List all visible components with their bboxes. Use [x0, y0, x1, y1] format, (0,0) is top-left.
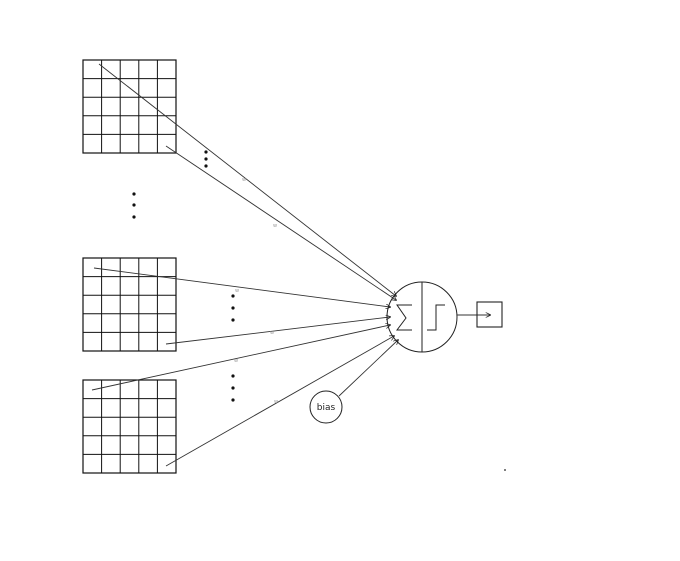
weight-label: w — [234, 358, 238, 364]
step-function-icon — [427, 304, 445, 331]
weight-label: w — [242, 177, 246, 183]
edge-mid-first — [93, 267, 390, 307]
weight-labels: w w w w w w — [234, 177, 278, 405]
edge-bias — [338, 340, 398, 397]
edge-top-first — [98, 63, 396, 296]
weight-label: w — [235, 288, 239, 294]
edge-mid-last — [165, 317, 390, 345]
edge-top-last — [165, 145, 396, 300]
weight-label: w — [274, 399, 278, 405]
input-grid-middle — [82, 257, 177, 352]
weight-label: w — [273, 223, 277, 229]
output-box — [476, 301, 503, 328]
weight-label: w — [270, 330, 274, 336]
neuron-node — [386, 281, 458, 353]
stray-mark — [504, 469, 506, 471]
connections — [91, 63, 398, 467]
output — [457, 301, 503, 328]
edge-bot-last — [165, 336, 394, 467]
bias-node: bias — [309, 390, 343, 424]
ellipsis-dots — [132, 150, 235, 402]
edge-bot-first — [91, 325, 390, 391]
bias-label: bias — [317, 403, 336, 413]
input-grid-bottom — [82, 379, 177, 474]
summation-icon — [396, 304, 412, 331]
input-grid-top — [82, 59, 177, 154]
